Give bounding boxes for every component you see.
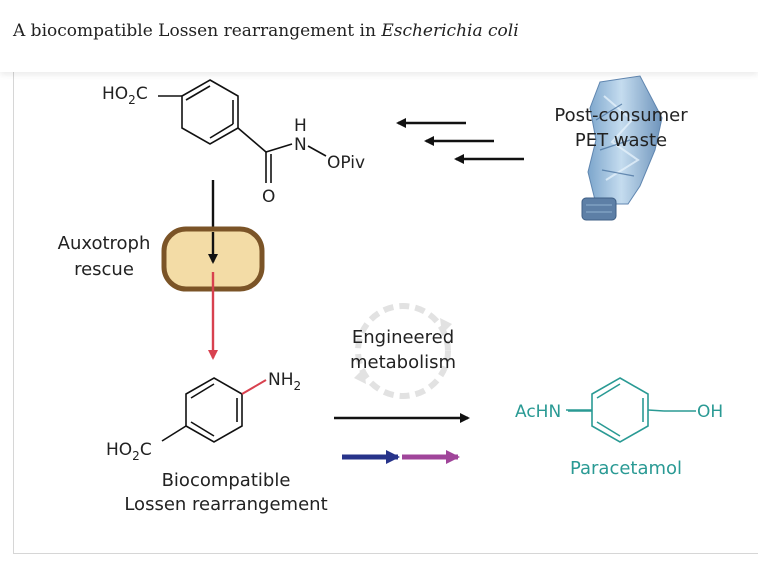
engineered-label-line1: Engineered bbox=[352, 327, 454, 348]
amine-bond-red bbox=[241, 379, 267, 395]
pabA-molecule bbox=[161, 377, 243, 443]
cycle-arrowhead-2 bbox=[354, 368, 366, 384]
lossen-label-line2: Lossen rearrangement bbox=[124, 494, 327, 515]
top-molecule bbox=[158, 79, 327, 183]
title-text: A biocompatible Lossen rearrangement in bbox=[13, 21, 382, 41]
bottom-acid-bond bbox=[161, 425, 187, 442]
bottom-benzene-ring bbox=[185, 377, 243, 443]
paracetamol-label: Paracetamol bbox=[570, 458, 682, 479]
top-benzene-ring bbox=[181, 79, 239, 145]
pet-bottle-image bbox=[581, 75, 663, 221]
paracetamol-ring bbox=[591, 377, 649, 443]
top-ho2c-label: HO2C bbox=[102, 84, 148, 107]
nh2-label: NH2 bbox=[268, 370, 301, 393]
title-species: Escherichia coli bbox=[381, 21, 519, 41]
oh-label: OH bbox=[697, 402, 723, 422]
cycle-arrowhead-1 bbox=[440, 318, 452, 334]
lossen-label-line1: Biocompatible bbox=[162, 470, 291, 491]
metabolism-cycle-icon bbox=[355, 303, 451, 399]
opiv-label: OPiv bbox=[327, 153, 365, 173]
engineered-label-line2: metabolism bbox=[350, 352, 456, 373]
pet-arrows bbox=[396, 118, 524, 164]
bottom-ho2c-label: HO2C bbox=[106, 440, 152, 463]
achn-label: AcHN bbox=[515, 402, 561, 422]
n-atom-label: N bbox=[294, 135, 307, 155]
pet-waste-label-line1: Post-consumer bbox=[554, 105, 688, 126]
figure-title: A biocompatible Lossen rearrangement in … bbox=[13, 21, 519, 41]
auxotroph-label-line1: Auxotroph bbox=[58, 233, 151, 254]
paracetamol-molecule bbox=[566, 377, 649, 443]
carbonyl-o-label: O bbox=[262, 187, 275, 207]
auxotroph-label-line2: rescue bbox=[74, 259, 134, 280]
pet-waste-label-line2: PET waste bbox=[575, 130, 667, 151]
figure-header: A biocompatible Lossen rearrangement in … bbox=[0, 0, 758, 72]
ring-to-oh bbox=[647, 409, 665, 412]
top-carbonyl-bond bbox=[237, 127, 267, 153]
h-atom-label: H bbox=[294, 116, 307, 136]
